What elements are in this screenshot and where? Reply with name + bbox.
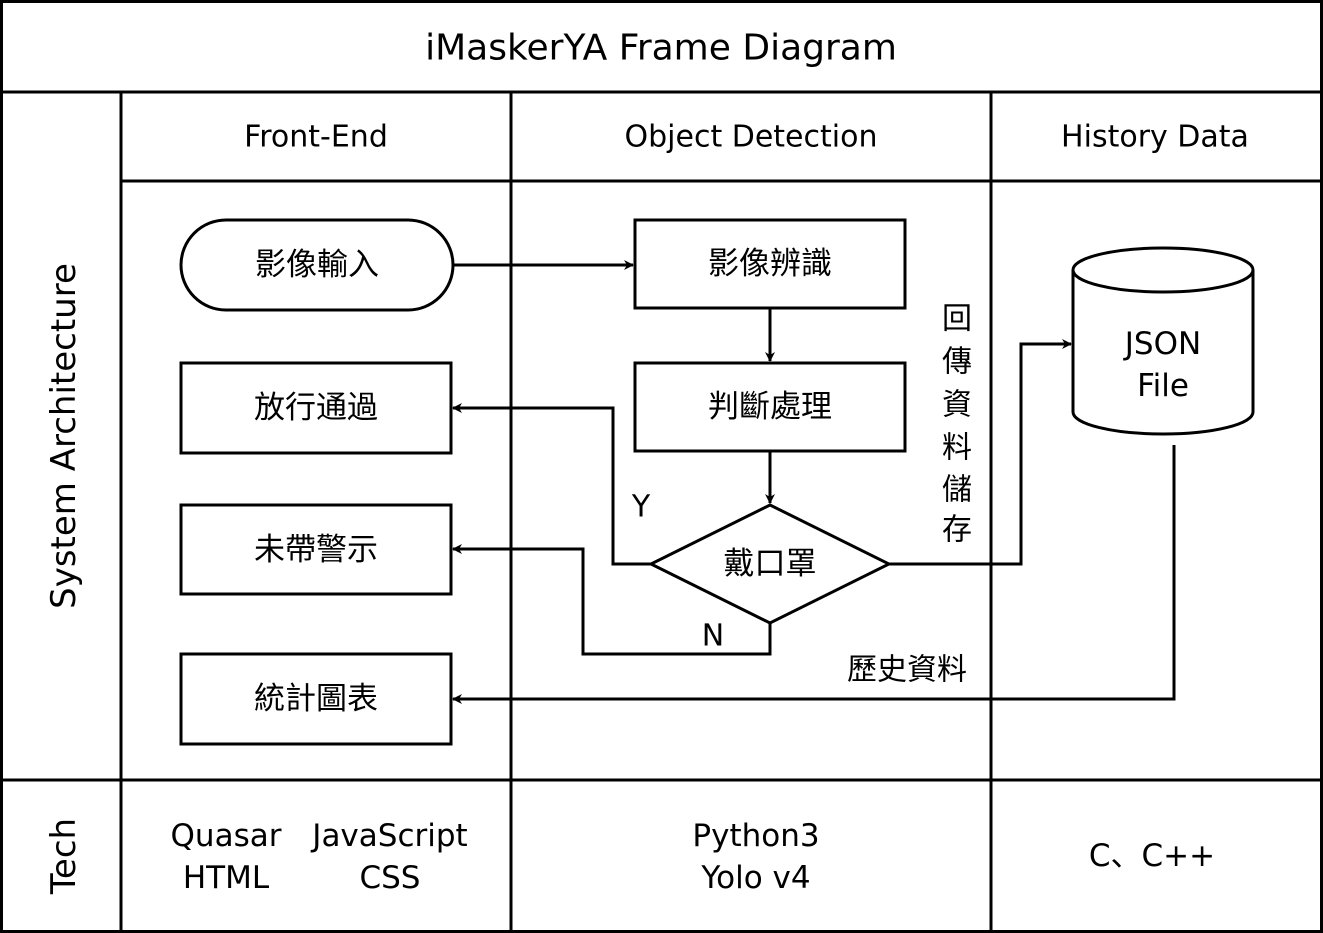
diagram-title: iMaskerYA Frame Diagram: [425, 28, 897, 69]
tech-frontend-css: CSS: [359, 860, 420, 896]
return-store-char: 料: [942, 431, 972, 466]
node-image-recognition-shape: [633, 218, 907, 310]
node-judgement-shape: [633, 361, 907, 453]
tech-detection-yolo: Yolo v4: [700, 860, 810, 896]
node-wear-mask-label: 戴口罩: [724, 546, 817, 582]
edge-label-no: N: [702, 619, 724, 654]
node-image-recognition-label: 影像辨識: [708, 246, 832, 282]
edge-label-history-data: 歷史資料: [847, 653, 967, 688]
return-store-char: 資: [942, 388, 972, 423]
row-label-tech: Tech: [44, 818, 84, 895]
node-warning-label: 未帶警示: [254, 532, 378, 568]
column-header-detection: Object Detection: [625, 120, 878, 155]
edge-label-yes: Y: [631, 490, 651, 525]
tech-frontend-quasar: Quasar: [171, 818, 282, 854]
return-store-char: 儲: [942, 473, 972, 508]
node-json-label-line1: JSON: [1123, 326, 1201, 362]
return-store-char: 傳: [942, 345, 972, 380]
edge-label-return-store: 回 傳 資 料 儲 存: [942, 302, 972, 548]
edge-mask-no-to-warning: [452, 544, 772, 656]
json-file-cylinder: [1071, 246, 1255, 436]
return-store-char: 存: [942, 513, 972, 548]
column-header-history: History Data: [1061, 120, 1249, 155]
edge-mask-to-json: [889, 339, 1072, 566]
node-pass-shape: [179, 361, 453, 455]
tech-frontend-javascript: JavaScript: [310, 818, 467, 854]
tech-detection-python: Python3: [692, 818, 819, 854]
column-header-frontend: Front-End: [244, 120, 388, 155]
node-statistics-label: 統計圖表: [254, 681, 378, 717]
row-label-system-architecture: System Architecture: [44, 263, 84, 609]
node-statistics-shape: [179, 652, 453, 746]
return-store-char: 回: [942, 302, 972, 337]
node-pass-label: 放行通過: [254, 390, 378, 426]
tech-frontend-html: HTML: [183, 860, 270, 896]
node-warning-shape: [179, 503, 453, 596]
edge-json-to-statistics: [452, 445, 1176, 704]
node-image-input-label: 影像輸入: [255, 247, 379, 283]
node-json-label-line2: File: [1137, 368, 1189, 404]
edge-mask-yes-to-pass: [452, 403, 651, 566]
tech-history-c: C、C++: [1089, 838, 1215, 874]
node-judgement-label: 判斷處理: [708, 389, 832, 425]
